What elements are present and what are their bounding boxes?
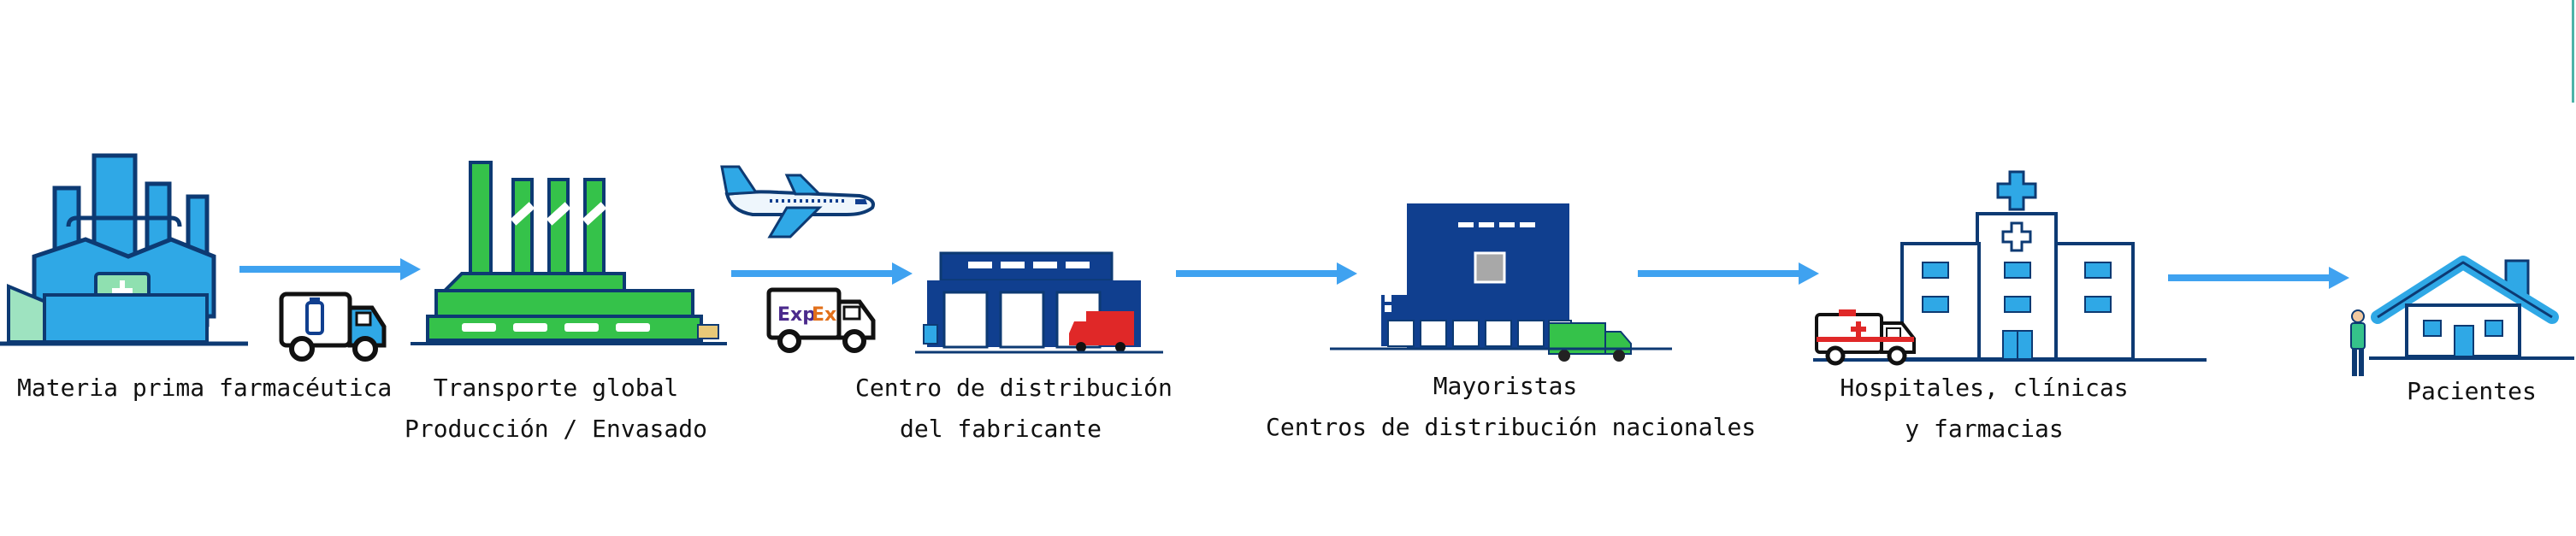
label-transport: Transporte global Producción / Envasado — [402, 368, 710, 450]
flow-arrow-2 — [731, 262, 913, 285]
hospital-icon — [1813, 170, 2207, 362]
label-manufacturer-line2: del fabricante — [899, 415, 1102, 443]
label-hospitals: Hospitales, clínicas y farmacias — [1839, 368, 2130, 450]
pharma-factory-icon — [0, 153, 248, 346]
airplane-icon — [720, 165, 875, 239]
label-transport-line1: Transporte global — [433, 374, 679, 402]
patient-person-icon — [2350, 309, 2366, 376]
delivery-van-icon — [279, 292, 387, 362]
distribution-center-icon — [915, 251, 1163, 354]
label-hospitals-line2: y farmacias — [1905, 415, 2064, 443]
label-wholesale-line2: Centros de distribución nacionales — [1266, 413, 1757, 441]
label-hospitals-line1: Hospitales, clínicas — [1840, 374, 2129, 402]
label-patients-line1: Pacientes — [2407, 377, 2537, 405]
wholesale-warehouse-icon — [1330, 203, 1672, 362]
label-wholesale-line1: Mayoristas — [1433, 372, 1578, 400]
label-raw-material: Materia prima farmacéutica — [17, 368, 393, 409]
ambulance-icon — [1815, 309, 1916, 366]
label-manufacturer: Centro de distribución del fabricante — [855, 368, 1173, 450]
label-transport-line2: Producción / Envasado — [404, 415, 707, 443]
label-raw-material-line1: Materia prima farmacéutica — [17, 374, 393, 402]
label-wholesale: Mayoristas Centros de distribución nacio… — [1266, 366, 1757, 448]
flow-arrow-1 — [239, 258, 421, 280]
edge-accent-line — [2572, 0, 2574, 103]
label-patients: Pacientes — [2386, 371, 2557, 412]
label-manufacturer-line1: Centro de distribución — [855, 374, 1173, 402]
flow-arrow-3 — [1176, 262, 1357, 285]
express-logo-ex: Ex — [812, 304, 836, 326]
express-truck-icon: Exp Ex — [766, 287, 876, 353]
flow-arrow-4 — [1638, 262, 1819, 285]
house-icon — [2369, 256, 2574, 360]
flow-arrow-5 — [2168, 267, 2349, 289]
express-logo-exp: Exp — [777, 304, 816, 326]
production-factory-icon — [411, 161, 727, 345]
